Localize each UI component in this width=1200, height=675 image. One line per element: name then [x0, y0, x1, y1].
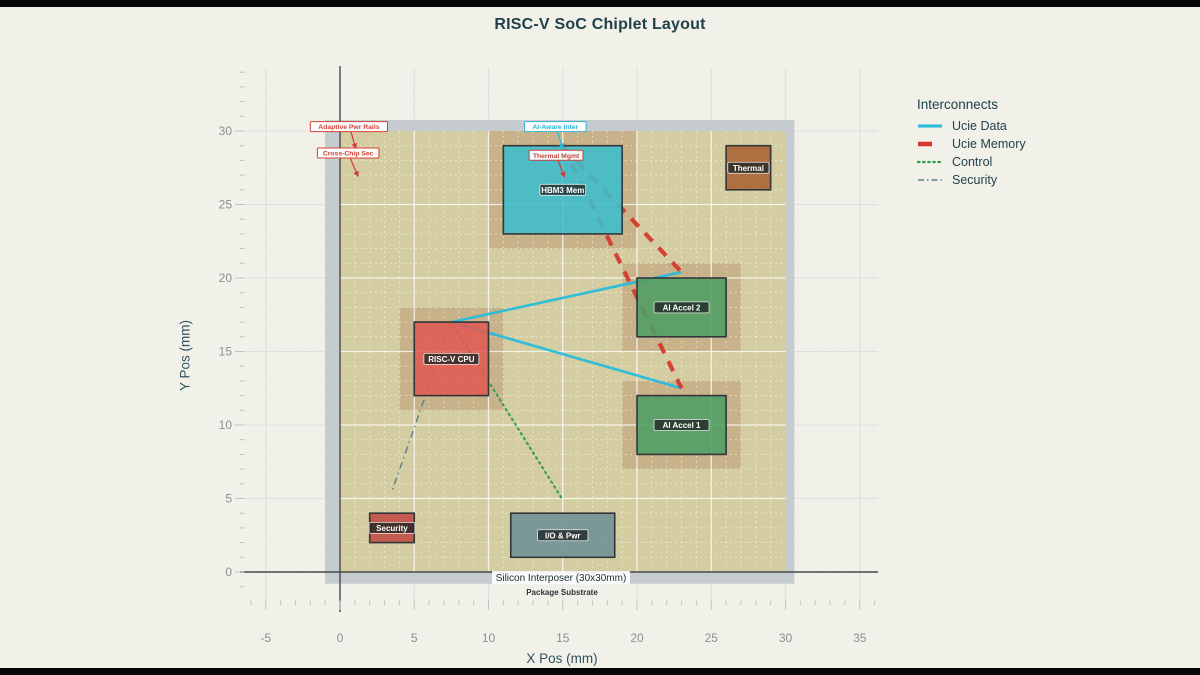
bottom-letterbox-bar — [0, 668, 1200, 675]
svg-text:Adaptive Pwr Rails: Adaptive Pwr Rails — [318, 124, 379, 131]
y-tick-label: 10 — [219, 418, 233, 432]
chiplet-label-ai-accel-2: AI Accel 2 — [653, 301, 710, 314]
axis-ticks: -5 0 5 10 15 20 25 30 35 0 5 10 15 20 25 30 — [219, 71, 876, 645]
annotation-adaptive-pwr-rails: Adaptive Pwr Rails — [309, 121, 389, 150]
svg-text:AI Accel 2: AI Accel 2 — [663, 303, 701, 312]
chiplets: RISC-V CPU HBM3 Mem AI Accel 2 AI Accel 1 Th… — [368, 144, 772, 559]
legend-item-label: Ucie Data — [952, 118, 1007, 133]
x-tick-label: 20 — [630, 631, 644, 645]
y-tick-label: 0 — [225, 565, 232, 579]
interposer-label: Silicon Interposer (30x30mm) — [492, 571, 630, 584]
annotation-cross-chip-sec: Cross-Chip Sec — [316, 147, 380, 178]
link-ucie-data-1 — [451, 320, 682, 390]
x-tick-label: 5 — [411, 631, 418, 645]
legend-line-sample-ucie-data — [918, 124, 942, 127]
x-axis-title: X Pos (mm) — [526, 651, 598, 666]
chiplet-label-hbm3-mem: HBM3 Mem — [539, 183, 587, 196]
legend-item-security[interactable]: Security — [917, 172, 1026, 187]
legend-line-sample-security — [918, 178, 942, 181]
legend-line-sample-ucie-memory — [918, 141, 932, 146]
x-tick-label: 15 — [556, 631, 570, 645]
svg-text:Security: Security — [376, 524, 408, 533]
y-tick-label: 30 — [219, 124, 233, 138]
package-substrate-label: Package Substrate — [526, 588, 598, 597]
x-tick-label: 25 — [705, 631, 719, 645]
legend-line-sample-control — [917, 160, 944, 163]
y-tick-label: 20 — [219, 271, 233, 285]
svg-text:AI Accel 1: AI Accel 1 — [663, 421, 701, 430]
y-tick-label: 5 — [225, 492, 232, 506]
legend-title: Interconnects — [917, 97, 999, 112]
x-tick-label: 0 — [337, 631, 344, 645]
x-tick-label: 35 — [853, 631, 867, 645]
svg-text:AI-Aware Inter: AI-Aware Inter — [532, 124, 578, 131]
svg-text:RISC-V CPU: RISC-V CPU — [428, 355, 474, 364]
svg-text:Thermal: Thermal — [733, 164, 764, 173]
legend-item-label: Security — [952, 172, 998, 187]
svg-text:Cross-Chip Sec: Cross-Chip Sec — [323, 151, 374, 158]
y-axis-title: Y Pos (mm) — [177, 320, 193, 392]
top-letterbox-bar — [0, 0, 1200, 7]
legend-item-label: Control — [952, 154, 993, 169]
annotation-thermal-mgmt: Thermal Mgmt — [528, 149, 584, 178]
svg-text:Silicon Interposer (30x30mm): Silicon Interposer (30x30mm) — [496, 573, 627, 584]
legend-item-ucie-memory[interactable]: Ucie Memory — [917, 136, 1026, 151]
link-security-5 — [391, 321, 453, 492]
legend-item-label: Ucie Memory — [952, 136, 1026, 151]
chiplet-label-riscv-cpu: RISC-V CPU — [423, 352, 480, 365]
legend-item-ucie-data[interactable]: Ucie Data — [917, 118, 1026, 133]
svg-text:I/O & Pwr: I/O & Pwr — [545, 531, 581, 540]
svg-text:HBM3 Mem: HBM3 Mem — [541, 186, 584, 195]
chart-title: RISC-V SoC Chiplet Layout — [494, 16, 706, 33]
chiplet-label-security: Security — [368, 522, 416, 534]
chiplet-label-thermal: Thermal — [727, 161, 770, 174]
chiplet-label-ai-accel-1: AI Accel 1 — [653, 419, 710, 431]
x-tick-label: 30 — [779, 631, 793, 645]
y-tick-label: 25 — [219, 198, 233, 212]
x-tick-label: -5 — [260, 631, 271, 645]
x-tick-label: 10 — [482, 631, 496, 645]
svg-text:Thermal Mgmt: Thermal Mgmt — [533, 153, 580, 160]
legend-item-control[interactable]: Control — [917, 154, 1026, 169]
annotation-ai-aware-inter: AI-Aware Inter — [524, 121, 587, 150]
y-tick-label: 15 — [219, 345, 233, 359]
chiplet-label-io-pwr: I/O & Pwr — [537, 529, 589, 542]
